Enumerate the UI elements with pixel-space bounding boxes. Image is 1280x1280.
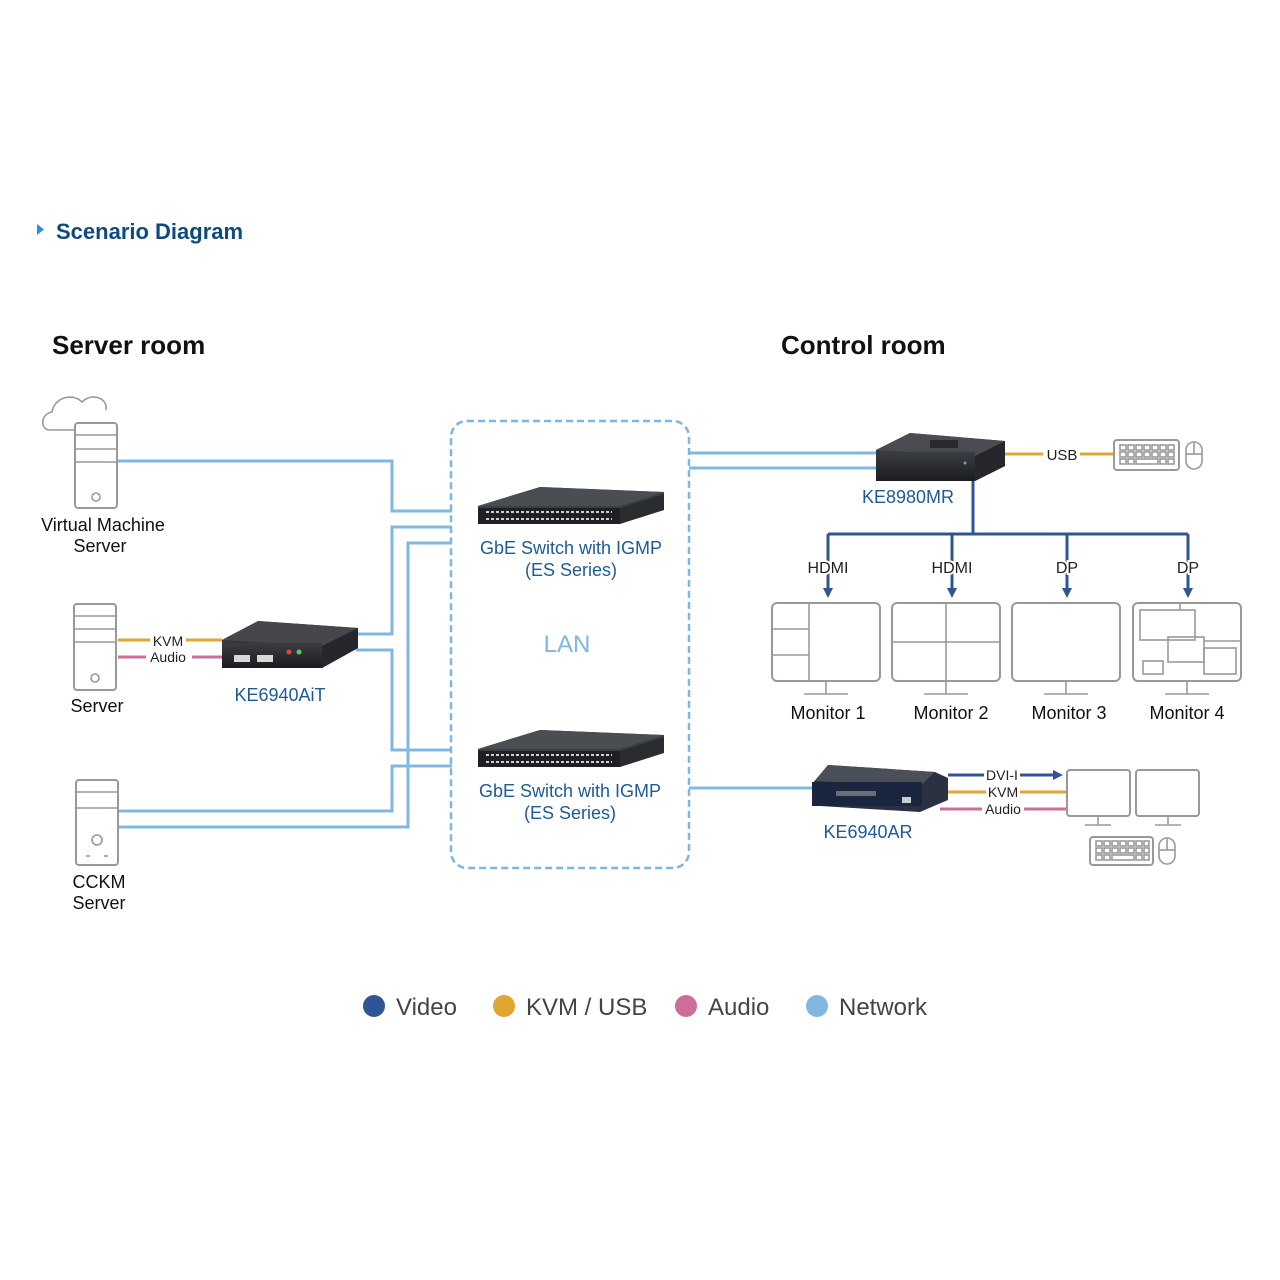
legend-label: Audio (708, 994, 769, 1021)
network-switch-icon (478, 730, 664, 767)
vm-server-label-line1: Virtual Machine (41, 515, 165, 535)
port-label: HDMI (808, 560, 849, 577)
section-header: Scenario Diagram (37, 219, 243, 244)
server-tower-icon (73, 603, 117, 691)
matrix-outputs: HDMI Monitor 1 HDMI Monitor 2 DP Monitor 3 DP M… (771, 534, 1242, 723)
monitor-icon[interactable] (1011, 602, 1121, 695)
vm-server-label-line2: Server (73, 536, 126, 556)
section-title: Scenario Diagram (56, 219, 243, 244)
lan-boundary (449, 419, 691, 870)
legend-label: Video (396, 994, 457, 1021)
receiver-ke6940ar[interactable]: KE6940AR (812, 765, 948, 842)
legend: Video KVM / USB Audio Network (363, 994, 928, 1021)
cckm-label-line2: Server (72, 893, 125, 913)
port-label: DP (1056, 560, 1078, 577)
server-room-title: Server room (52, 330, 205, 360)
server-transmitter-links: KVM Audio (118, 633, 222, 665)
control-room-title: Control room (781, 330, 946, 360)
triangle-bullet-icon (37, 224, 44, 235)
console-monitor-1 (1066, 769, 1131, 826)
dvi-link-label: DVI-I (986, 767, 1018, 783)
keyboard-icon (1113, 439, 1180, 471)
switch-1-label-line2: (ES Series) (525, 560, 617, 580)
legend-item: Video (363, 994, 457, 1021)
transmitter-label: KE6940AiT (234, 685, 325, 705)
legend-swatch (363, 995, 385, 1017)
monitor-icon[interactable] (771, 602, 881, 695)
console-keyboard-icon (1089, 836, 1154, 866)
monitor-icon[interactable] (891, 602, 1001, 695)
legend-label: KVM / USB (526, 994, 647, 1021)
server-tower-icon (74, 422, 118, 509)
console-monitor-2 (1135, 769, 1200, 826)
usb-link-label: USB (1047, 447, 1078, 464)
matrix-receiver-ke8980mr[interactable]: KE8980MR (862, 433, 1005, 507)
network-link-vm-server (118, 459, 452, 513)
kvm-transmitter-device-icon (222, 621, 358, 668)
switch-2-label-line2: (ES Series) (524, 803, 616, 823)
monitor-label: Monitor 4 (1149, 703, 1224, 723)
legend-swatch (806, 995, 828, 1017)
monitor-label: Monitor 1 (790, 703, 865, 723)
switch-1[interactable]: GbE Switch with IGMP (ES Series) (478, 487, 664, 580)
legend-item: Audio (675, 994, 769, 1021)
network-link-cckm-switch2 (118, 764, 452, 813)
kvm-receiver-link-label: KVM (988, 784, 1018, 800)
switch-2[interactable]: GbE Switch with IGMP (ES Series) (478, 730, 664, 823)
transmitter-ke6940ait[interactable]: KE6940AiT (222, 621, 358, 705)
server-label: Server (70, 696, 123, 716)
port-label: DP (1177, 560, 1199, 577)
network-switch-icon (478, 487, 664, 524)
matrix-receiver-device-icon (876, 433, 1005, 481)
cloud-icon (41, 396, 107, 431)
audio-receiver-link-label: Audio (985, 801, 1021, 817)
monitor-icon[interactable] (1132, 602, 1242, 695)
switch-2-label-line1: GbE Switch with IGMP (479, 781, 661, 801)
server-tower-icon (75, 779, 119, 866)
matrix-receiver-label: KE8980MR (862, 487, 954, 507)
switch-1-label-line1: GbE Switch with IGMP (480, 538, 662, 558)
network-links (118, 451, 880, 829)
video-distribution-links (828, 481, 1188, 536)
output-1: HDMI Monitor 1 (771, 534, 881, 723)
kvm-receiver-device-icon (812, 765, 948, 812)
output-3: DP Monitor 3 (1011, 534, 1121, 723)
cckm-label-line1: CCKM (73, 872, 126, 892)
network-link-transmitter-switch1 (356, 525, 452, 636)
monitor-label: Monitor 3 (1031, 703, 1106, 723)
legend-item: Network (806, 994, 928, 1021)
server[interactable]: Server (70, 603, 124, 716)
network-link-transmitter-switch2 (356, 648, 452, 752)
audio-link-label: Audio (150, 649, 186, 665)
output-4: DP Monitor 4 (1132, 534, 1242, 723)
legend-swatch (493, 995, 515, 1017)
output-2: HDMI Monitor 2 (891, 534, 1001, 723)
monitor-label: Monitor 2 (913, 703, 988, 723)
port-label: HDMI (932, 560, 973, 577)
usb-link: USB (1005, 447, 1114, 464)
console-mouse-icon (1158, 837, 1176, 865)
lan-label: LAN (544, 631, 591, 658)
legend-swatch (675, 995, 697, 1017)
mouse-icon (1185, 441, 1203, 470)
kvm-link-label: KVM (153, 633, 183, 649)
receiver-label: KE6940AR (823, 822, 912, 842)
vm-server[interactable]: Virtual Machine Server (41, 396, 165, 556)
legend-label: Network (839, 994, 928, 1021)
legend-item: KVM / USB (493, 994, 647, 1021)
cckm-server[interactable]: CCKM Server (72, 779, 126, 913)
receiver-links: DVI-I KVM Audio (940, 767, 1066, 817)
network-link-cckm-switch1 (118, 541, 452, 829)
